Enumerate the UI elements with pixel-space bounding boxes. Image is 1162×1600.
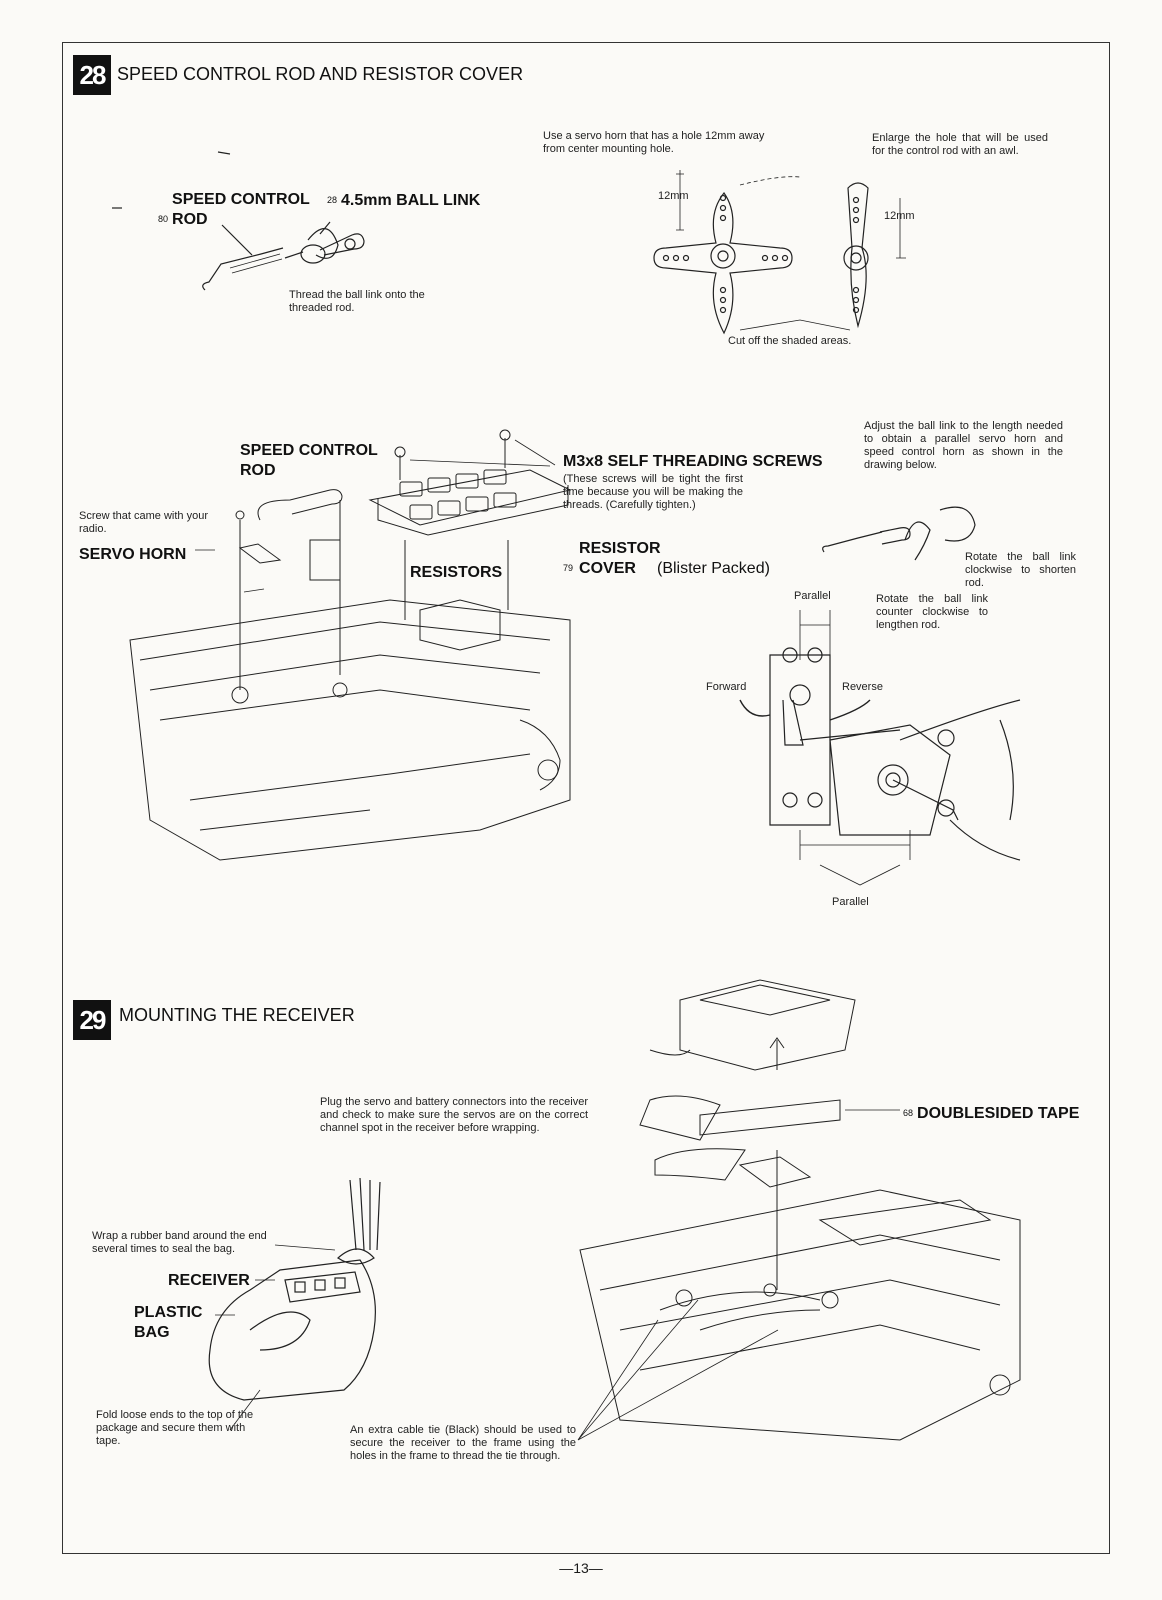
servo-horn-label: SERVO HORN	[79, 546, 187, 563]
plug-connectors-note: Plug the servo and battery connectors in…	[320, 1096, 588, 1134]
lengthen-rod-note: Rotate the ball link counter clockwise t…	[876, 593, 988, 631]
resistor-cover-text: RESISTOR COVER	[579, 540, 661, 577]
resistor-cover-part-number: 79	[563, 563, 574, 573]
section-29-title: MOUNTING THE RECEIVER	[119, 1005, 355, 1025]
cut-off-note: Cut off the shaded areas.	[728, 335, 852, 347]
doublesided-tape-text: DOUBLESIDED TAPE	[917, 1105, 1080, 1122]
rubber-band-note: Wrap a rubber band around the end severa…	[92, 1230, 267, 1255]
rod-and-link-drawing	[202, 221, 365, 291]
speed-control-rod-part-number: 80	[158, 214, 169, 224]
dimension-12mm-right: 12mm	[884, 210, 915, 222]
m3x8-screws-label: M3x8 SELF THREADING SCREWS	[563, 453, 823, 470]
section-28-chassis-drawing	[129, 429, 572, 861]
reverse-label: Reverse	[842, 681, 883, 693]
thread-note: Thread the ball link onto the threaded r…	[289, 289, 425, 314]
plastic-bag-label: PLASTIC BAG	[134, 1304, 203, 1341]
forward-label: Forward	[706, 681, 747, 693]
screws-note: (These screws will be tight the first ti…	[563, 473, 743, 511]
shorten-rod-note: Rotate the ball link clockwise to shorte…	[965, 551, 1076, 589]
page-frame	[62, 42, 1110, 1554]
enlarge-hole-note: Enlarge the hole that will be used for t…	[872, 132, 1048, 157]
ball-link-rotation-drawing	[822, 506, 976, 561]
fold-ends-note: Fold loose ends to the top of the packag…	[96, 1409, 254, 1447]
servo-horn-left-drawing	[653, 170, 801, 335]
speed-control-rod-assembly-label: SPEED CONTROL ROD	[240, 442, 378, 479]
section-28-title: SPEED CONTROL ROD AND RESISTOR COVER	[117, 64, 524, 84]
resistors-label: RESISTORS	[410, 564, 503, 581]
section-29-chassis-drawing	[579, 979, 1021, 1441]
ball-link-part-number: 28	[327, 195, 338, 205]
speed-control-rod-label: 80SPEED CONTROL ROD	[158, 190, 322, 230]
cable-tie-note: An extra cable tie (Black) should be use…	[350, 1424, 576, 1462]
dimension-12mm-left: 12mm	[658, 190, 689, 202]
servo-horn-right-drawing	[739, 182, 906, 331]
resistor-cover-label: 79 RESISTOR COVER (Blister Packed)	[563, 539, 770, 579]
parallel-bottom-label: Parallel	[832, 896, 869, 908]
parallel-top-label: Parallel	[794, 590, 831, 602]
adjust-ball-link-note: Adjust the ball link to the length neede…	[864, 420, 1063, 471]
screw-with-radio-note: Screw that came with your radio.	[79, 510, 208, 535]
ball-link-text: 4.5mm BALL LINK	[341, 192, 481, 209]
use-servo-horn-note: Use a servo horn that has a hole 12mm aw…	[543, 130, 765, 155]
blister-packed-text: (Blister Packed)	[657, 560, 770, 577]
speck-mark	[217, 151, 231, 155]
bagged-receiver-drawing	[208, 1177, 779, 1441]
section-29-number: 29	[73, 1000, 111, 1040]
parallel-servo-drawing	[739, 610, 1021, 886]
tape-part-number: 68	[903, 1108, 914, 1118]
speed-control-rod-text: SPEED CONTROL ROD	[172, 191, 310, 228]
receiver-label: RECEIVER	[168, 1272, 250, 1289]
section-28-number: 28	[73, 55, 111, 95]
page-number: —13—	[559, 1560, 603, 1576]
